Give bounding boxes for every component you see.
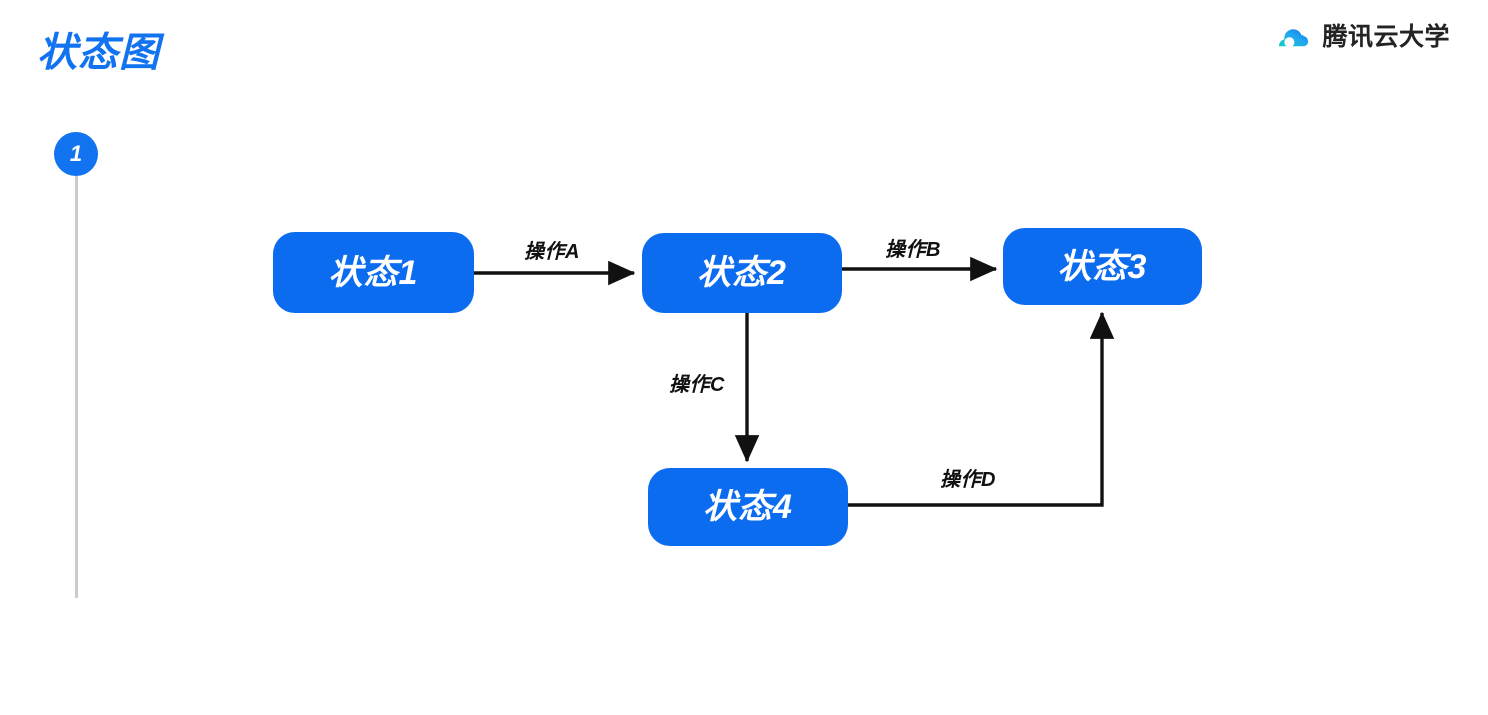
brand-name: 腾讯云大学: [1322, 23, 1450, 51]
state-node-1[interactable]: 状态1: [273, 232, 474, 313]
edge-d-line: [848, 311, 1115, 507]
step-badge: 1: [54, 132, 98, 176]
state-node-4[interactable]: 状态4: [648, 468, 848, 546]
state-node-2[interactable]: 状态2: [642, 233, 842, 313]
step-rail: [75, 176, 78, 598]
edge-label-b: 操作B: [885, 239, 941, 261]
edge-label-d: 操作D: [940, 469, 996, 491]
cloud-icon: [1279, 28, 1309, 46]
edge-label-c: 操作C: [669, 374, 725, 396]
brand-logo: 腾讯云大学: [1279, 25, 1450, 50]
state-node-3[interactable]: 状态3: [1003, 228, 1202, 305]
page-title: 状态图: [37, 31, 160, 75]
edge-label-a: 操作A: [524, 241, 580, 263]
